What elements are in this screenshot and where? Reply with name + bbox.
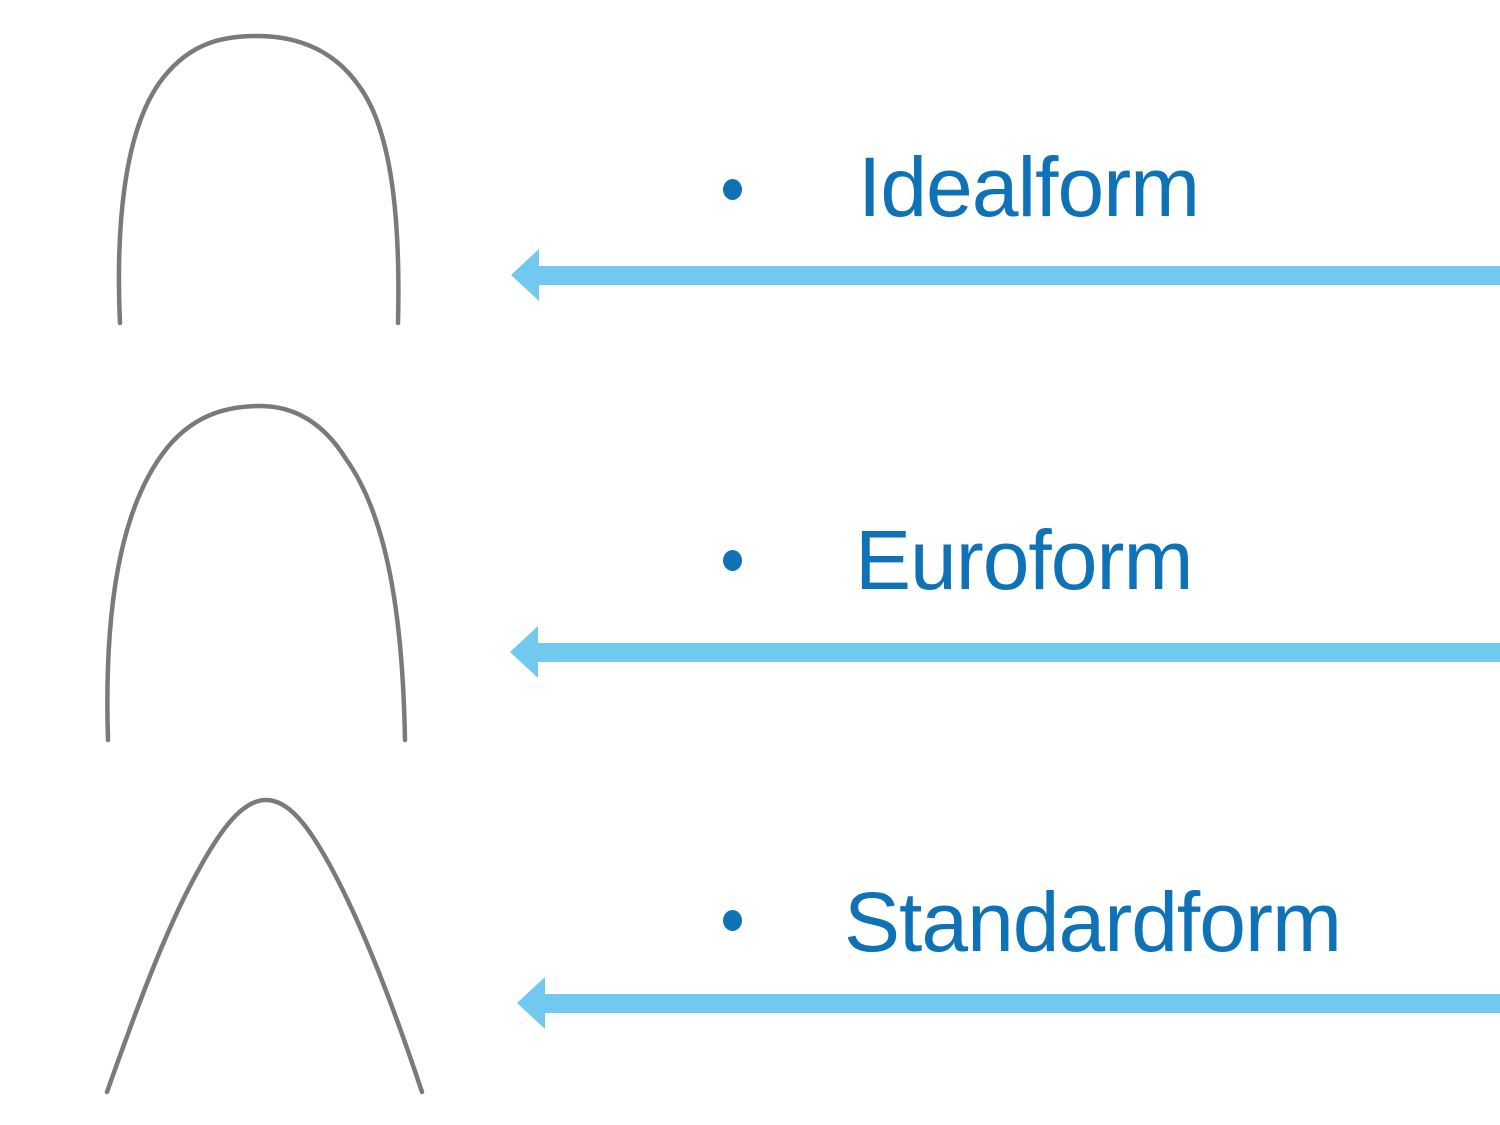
label-idealform: Idealform xyxy=(858,140,1200,234)
standardform-arrow-line xyxy=(542,994,1500,1013)
label-standardform: Standardform xyxy=(844,875,1342,969)
standardform-archwire-image xyxy=(104,797,425,1095)
left-arrow-icon xyxy=(517,977,545,1029)
idealform-arrow-line xyxy=(536,266,1500,285)
bullet-icon xyxy=(723,910,742,931)
euroform-arrow-line xyxy=(535,643,1500,662)
left-arrow-icon xyxy=(511,249,539,301)
left-arrow-icon xyxy=(510,626,538,678)
bullet-icon xyxy=(723,179,742,200)
bullet-icon xyxy=(723,550,742,571)
euroform-archwire-image xyxy=(105,403,408,743)
idealform-archwire-image xyxy=(116,33,401,326)
label-euroform: Euroform xyxy=(855,513,1193,607)
